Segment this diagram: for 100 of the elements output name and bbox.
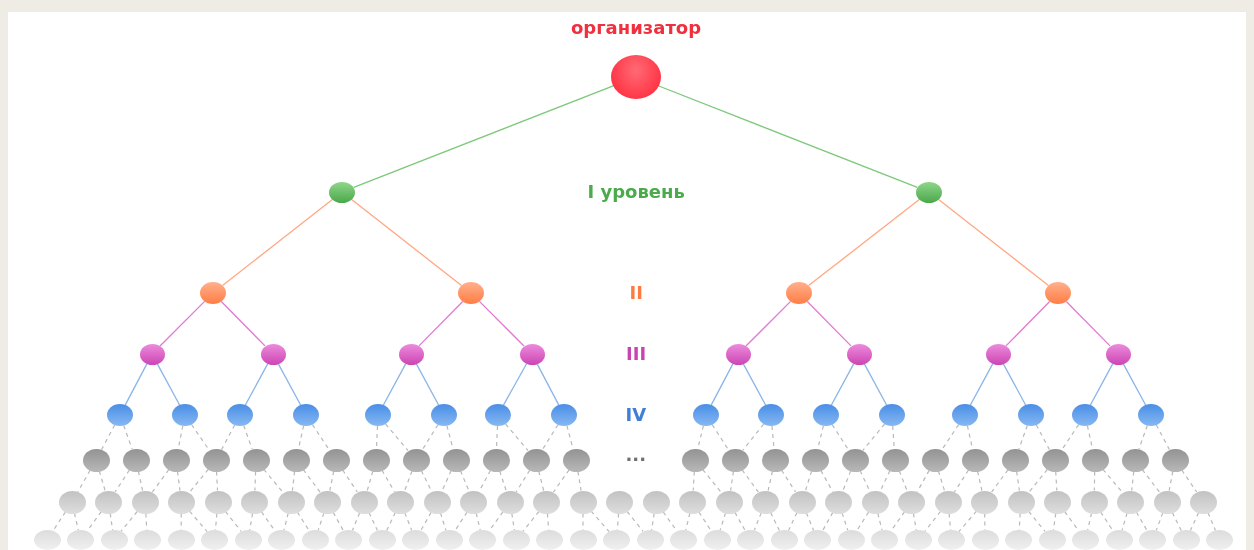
- connector-line: [123, 424, 133, 450]
- connector-line: [244, 362, 269, 406]
- connector-line: [984, 512, 986, 531]
- connector-line: [441, 470, 452, 492]
- connector-line: [804, 470, 813, 492]
- connector-line: [546, 512, 550, 531]
- connector-line: [859, 470, 871, 492]
- connector-line: [317, 512, 325, 531]
- connector-line: [806, 300, 852, 347]
- level-label: I уровень: [587, 181, 685, 203]
- connector-line: [1155, 424, 1170, 451]
- connector-line: [404, 512, 413, 531]
- connector-line: [807, 198, 921, 287]
- connector-line: [403, 470, 413, 492]
- connector-line: [1189, 512, 1200, 532]
- connector-line: [109, 512, 114, 531]
- connector-line: [730, 470, 734, 492]
- connector-line: [114, 469, 130, 493]
- connector-line: [741, 469, 759, 493]
- connector-line: [342, 469, 358, 493]
- connector-line: [977, 470, 983, 492]
- connector-line: [1052, 512, 1057, 531]
- connector-line: [590, 510, 610, 533]
- connector-line: [953, 469, 970, 493]
- connector-line: [350, 198, 463, 287]
- connector-line: [898, 470, 908, 492]
- connector-line: [780, 469, 797, 493]
- connector-line: [459, 470, 470, 492]
- connector-line: [291, 470, 296, 492]
- connector-line: [1018, 424, 1028, 450]
- connector-line: [188, 468, 209, 494]
- connector-line: [1093, 470, 1096, 492]
- connector-line: [1035, 424, 1050, 451]
- connector-line: [616, 512, 620, 531]
- node-title: организатор: [569, 17, 703, 39]
- connector-line: [1135, 511, 1148, 532]
- ellipsis-label: ...: [625, 444, 646, 466]
- connector-line: [385, 423, 409, 452]
- connector-line: [734, 511, 746, 532]
- connector-line: [787, 512, 798, 532]
- connector-line: [702, 468, 722, 494]
- connector-line: [296, 511, 310, 532]
- connector-line: [439, 512, 447, 531]
- connector-line: [145, 512, 148, 531]
- connector-line: [805, 512, 815, 531]
- connector-line: [1055, 470, 1058, 492]
- connector-line: [1168, 470, 1174, 492]
- connector-line: [841, 512, 849, 531]
- level-label: IV: [625, 404, 647, 426]
- connector-line: [877, 512, 883, 531]
- connector-line: [941, 424, 960, 451]
- connector-line: [685, 512, 691, 531]
- connector-line: [719, 512, 727, 531]
- connector-line: [1005, 300, 1051, 347]
- connector-line: [856, 511, 870, 532]
- connector-line: [176, 470, 181, 492]
- connector-line: [1061, 424, 1080, 451]
- connector-line: [1102, 468, 1124, 494]
- connector-line: [692, 470, 695, 492]
- connector-line: [912, 512, 917, 531]
- connector-line: [515, 469, 531, 493]
- connector-line: [180, 512, 182, 531]
- connector-line: [188, 510, 208, 533]
- connector-line: [277, 362, 302, 406]
- connector-line: [421, 424, 439, 451]
- connector-line: [1155, 512, 1164, 531]
- connector-line: [418, 300, 464, 347]
- connector-line: [475, 512, 481, 531]
- connector-line: [98, 470, 106, 492]
- connector-line: [478, 300, 525, 347]
- connector-line: [351, 512, 361, 531]
- connector-line: [1207, 512, 1217, 532]
- connector-line: [302, 469, 321, 493]
- connector-line: [1181, 469, 1198, 493]
- connector-line: [254, 470, 257, 492]
- connector-line: [863, 362, 888, 406]
- connector-line: [937, 470, 946, 492]
- connector-line: [101, 424, 116, 451]
- connector-line: [124, 362, 148, 406]
- connector-line: [221, 198, 334, 287]
- connector-line: [1028, 510, 1046, 532]
- connector-line: [1100, 511, 1114, 532]
- connector-line: [415, 362, 440, 406]
- connector-line: [958, 510, 978, 533]
- connector-line: [753, 512, 762, 531]
- connector-line: [698, 511, 712, 532]
- connector-line: [1087, 512, 1093, 531]
- connector-line: [937, 198, 1050, 287]
- connector-line: [1131, 470, 1135, 492]
- connector-line: [156, 362, 181, 406]
- connector-line: [215, 470, 219, 492]
- connector-line: [711, 424, 730, 451]
- connector-line: [770, 512, 780, 532]
- connector-line: [1018, 512, 1021, 531]
- connector-line: [52, 511, 66, 532]
- connector-line: [969, 362, 994, 406]
- connector-line: [577, 470, 582, 492]
- connector-line: [366, 470, 374, 492]
- connector-line: [658, 85, 918, 189]
- connector-line: [862, 423, 886, 452]
